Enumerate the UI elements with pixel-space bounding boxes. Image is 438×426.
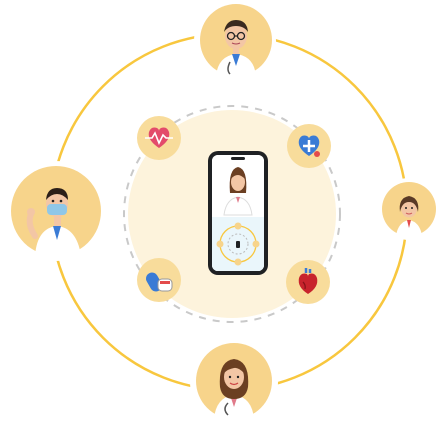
pills-icon xyxy=(146,272,173,292)
inner-bottom-left-icon xyxy=(137,258,181,302)
inner-top-right-icon xyxy=(287,124,331,168)
inner-bottom-right-icon xyxy=(286,260,330,304)
inner-top-left-icon xyxy=(137,116,181,160)
doctor-male-mask-icon xyxy=(26,188,81,256)
mobile-phone xyxy=(208,151,268,275)
doctor-female-brown-hair-icon xyxy=(214,359,254,419)
heart-pulse-icon xyxy=(145,127,173,148)
phone-screen xyxy=(212,155,264,271)
doctor-top-icon xyxy=(200,4,272,76)
heart-organ-icon xyxy=(298,268,318,294)
doctor-left-icon xyxy=(11,166,101,256)
doctor-right-icon xyxy=(382,182,436,236)
mobile-phone-icon xyxy=(212,155,264,271)
heart-stethoscope-icon xyxy=(298,135,320,157)
doctor-male-glasses-icon xyxy=(216,20,256,76)
doctor-bottom-icon xyxy=(196,343,272,419)
doctor-female-icon xyxy=(396,196,422,236)
inner-dashed-ring xyxy=(123,105,341,323)
